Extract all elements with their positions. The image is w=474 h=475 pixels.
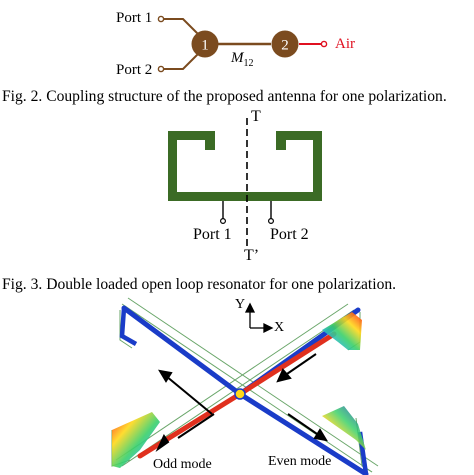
resonator-node-1	[191, 30, 219, 58]
odd-mode-strip-upper	[237, 331, 337, 397]
port2-line	[164, 52, 200, 70]
port1-label: Port 1	[116, 10, 153, 26]
port2-terminal-fig3	[268, 217, 275, 224]
port1-label-fig3: Port 1	[193, 226, 232, 243]
even-mode-strip-left	[121, 305, 243, 397]
node-2-label: 2	[281, 38, 289, 54]
coupling-subscript: 12	[243, 58, 254, 69]
axis-x-label: X	[274, 320, 285, 335]
air-terminal	[320, 40, 328, 48]
fig2-caption: Fig. 2. Coupling structure of the propos…	[2, 88, 447, 105]
resonator-node-2	[271, 30, 299, 58]
odd-mode-strip	[137, 391, 243, 459]
direction-arrows	[155, 353, 328, 452]
coupling-diagram: 1 2	[157, 15, 328, 73]
fig3-caption: Fig. 3. Double loaded open loop resonato…	[2, 276, 397, 293]
coupling-coefficient: M12	[231, 50, 254, 69]
current-distribution-plot	[111, 297, 379, 475]
center-crossing	[234, 388, 246, 400]
top-right-hotspot	[322, 312, 362, 350]
port2-terminal	[157, 65, 165, 73]
bottom-right-hotspot	[322, 406, 366, 450]
port1-terminal-fig3	[220, 217, 227, 224]
left-top-arm	[119, 307, 138, 346]
port2-label-fig3: Port 2	[270, 226, 309, 243]
resonator-diagram	[168, 118, 322, 250]
axis-y-label: Y	[235, 297, 246, 312]
port1-terminal	[157, 15, 165, 23]
even-mode-strip-lower	[237, 391, 369, 475]
coupling-m: M	[231, 50, 244, 66]
odd-mode-label: Odd mode	[153, 457, 212, 472]
even-mode-label: Even mode	[268, 454, 332, 469]
port1-line	[164, 18, 200, 36]
t-top-label: T	[251, 108, 261, 125]
air-label: Air	[335, 36, 355, 52]
port2-label: Port 2	[116, 62, 153, 78]
open-loop-resonator	[168, 131, 322, 201]
coordinate-axes	[244, 302, 274, 334]
t-bottom-label: T’	[244, 247, 260, 264]
bottom-left-hotspot	[112, 412, 160, 468]
node-1-label: 1	[201, 38, 209, 54]
